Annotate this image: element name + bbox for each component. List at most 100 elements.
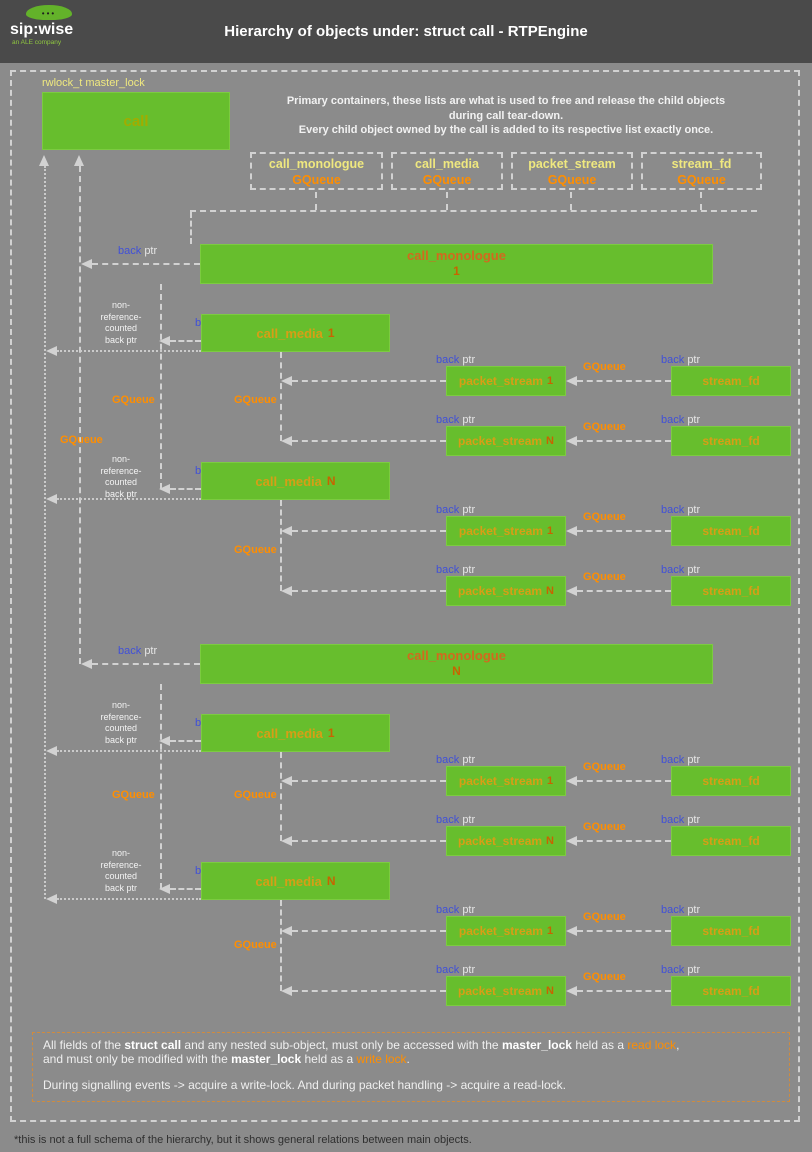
arrow-left-icon	[566, 986, 577, 996]
non-ref-back-ptr-line	[44, 166, 46, 899]
write-lock-link: write lock	[356, 1051, 407, 1066]
stream-fd-box: stream_fd	[671, 826, 791, 856]
gqueue-line	[280, 752, 282, 841]
logo-speech-bubble-icon: •••	[26, 5, 72, 20]
logo-text: sip:wise	[10, 21, 74, 38]
gqueue-line	[577, 380, 671, 382]
arrow-up-icon	[39, 155, 49, 166]
gqueue-line	[570, 192, 572, 210]
queue-box-packet-stream: packet_stream GQueue	[511, 152, 633, 190]
intro-line: Primary containers, these lists are what…	[286, 95, 726, 107]
back-ptr-line	[170, 488, 201, 490]
arrow-left-icon	[281, 586, 292, 596]
back-ptr-label: back ptr	[661, 814, 701, 826]
arrow-left-icon	[566, 926, 577, 936]
back-ptr-line	[292, 440, 446, 442]
back-ptr-label: back ptr	[661, 904, 701, 916]
arrow-up-icon	[74, 155, 84, 166]
gqueue-line	[577, 440, 671, 442]
read-lock-link: read lock	[627, 1038, 677, 1052]
non-ref-back-ptr-label: non- reference- counted back ptr	[100, 700, 142, 745]
back-ptr-label: back ptr	[436, 754, 476, 766]
gqueue-line	[577, 530, 671, 532]
back-ptr-label: back ptr	[661, 414, 701, 426]
gqueue-label: GQueue	[234, 394, 277, 406]
diagram-border	[10, 70, 800, 1122]
back-ptr-label: back ptr	[661, 754, 701, 766]
arrow-left-icon	[159, 884, 170, 894]
stream-fd-box: stream_fd	[671, 576, 791, 606]
back-ptr-label: back ptr	[661, 354, 701, 366]
arrow-left-icon	[46, 894, 57, 904]
gqueue-label: GQueue	[234, 789, 277, 801]
back-ptr-label: back ptr	[661, 504, 701, 516]
back-ptr-line	[292, 930, 446, 932]
arrow-left-icon	[81, 659, 92, 669]
gqueue-line	[190, 210, 757, 212]
arrow-left-icon	[566, 776, 577, 786]
note-line-1: All fields of the struct call and any ne…	[43, 1038, 680, 1052]
queue-box-call-monologue: call_monologue GQueue	[250, 152, 383, 190]
gqueue-label: GQueue	[583, 911, 626, 923]
gqueue-line	[577, 840, 671, 842]
gqueue-label: GQueue	[583, 761, 626, 773]
page-title: Hierarchy of objects under: struct call …	[224, 23, 588, 40]
back-ptr-line	[292, 990, 446, 992]
back-ptr-label: back ptr	[436, 904, 476, 916]
back-ptr-label: back ptr	[118, 645, 158, 657]
non-ref-back-ptr-line	[57, 350, 201, 352]
arrow-left-icon	[281, 776, 292, 786]
arrow-left-icon	[566, 586, 577, 596]
logo-subtext: an ALE company	[12, 39, 62, 46]
stream-fd-box: stream_fd	[671, 766, 791, 796]
arrow-left-icon	[566, 836, 577, 846]
master-lock-label: rwlock_t master_lock	[42, 77, 145, 89]
back-ptr-line	[292, 590, 446, 592]
back-ptr-line	[170, 740, 201, 742]
gqueue-line	[577, 590, 671, 592]
back-ptr-label: back ptr	[436, 354, 476, 366]
queue-box-stream-fd: stream_fd GQueue	[641, 152, 762, 190]
gqueue-line	[160, 684, 162, 889]
arrow-left-icon	[46, 346, 57, 356]
stream-fd-box: stream_fd	[671, 976, 791, 1006]
back-ptr-label: back ptr	[436, 814, 476, 826]
back-ptr-line	[292, 380, 446, 382]
arrow-left-icon	[159, 336, 170, 346]
back-ptr-line	[170, 340, 201, 342]
arrow-left-icon	[281, 926, 292, 936]
arrow-left-icon	[566, 436, 577, 446]
sipwise-logo: ••• sip:wise an ALE company	[10, 5, 120, 46]
note-line-2: and must only be modified with the maste…	[43, 1051, 410, 1066]
gqueue-line	[577, 930, 671, 932]
arrow-left-icon	[281, 986, 292, 996]
locking-note-box: All fields of the struct call and any ne…	[32, 1032, 790, 1102]
intro-text: Primary containers, these lists are what…	[248, 94, 764, 138]
back-ptr-line	[292, 780, 446, 782]
call-monologue-box: call_monologue N	[200, 644, 713, 684]
gqueue-line	[700, 192, 702, 210]
back-ptr-label: back ptr	[661, 564, 701, 576]
arrow-left-icon	[159, 484, 170, 494]
back-ptr-line	[292, 530, 446, 532]
arrow-left-icon	[566, 376, 577, 386]
non-ref-back-ptr-label: non- reference- counted back ptr	[100, 848, 142, 893]
arrow-left-icon	[281, 436, 292, 446]
footnote: *this is not a full schema of the hierar…	[14, 1134, 472, 1146]
back-ptr-line	[292, 840, 446, 842]
back-ptr-label: back ptr	[436, 964, 476, 976]
non-ref-back-ptr-line	[57, 498, 201, 500]
gqueue-line	[315, 192, 317, 210]
call-box: call	[42, 92, 230, 150]
back-ptr-label: back ptr	[661, 964, 701, 976]
non-ref-back-ptr-line	[57, 750, 201, 752]
gqueue-line	[577, 780, 671, 782]
